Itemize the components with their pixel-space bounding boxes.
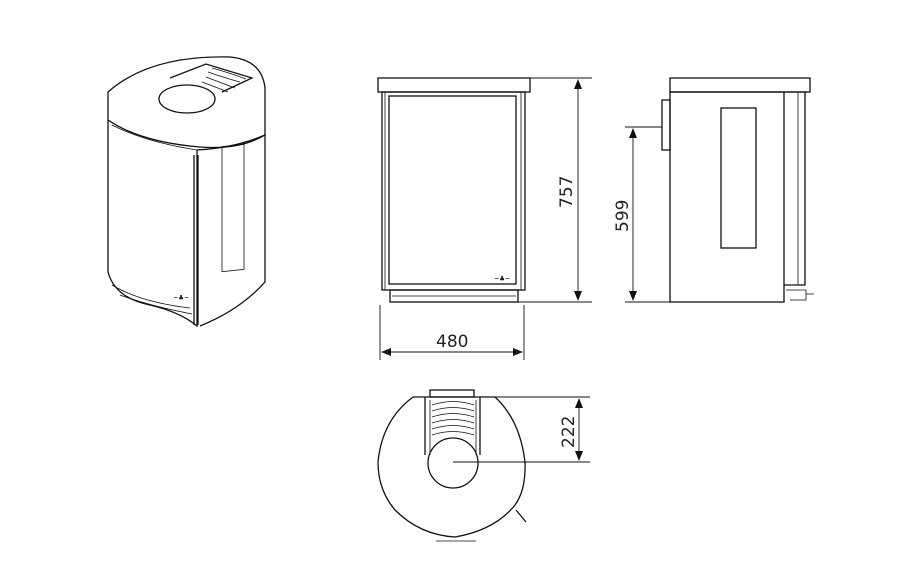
dimension-label-599: 599 — [613, 200, 633, 232]
top-view: 222 — [377, 389, 590, 542]
dimension-label-480: 480 — [436, 332, 468, 352]
dimension-label-757: 757 — [557, 176, 577, 208]
side-view: 599 — [613, 77, 814, 303]
front-view: ~♣~ 757 480 — [377, 77, 592, 360]
logo-mark: ~♣~ — [494, 275, 510, 283]
dimension-label-222: 222 — [559, 416, 579, 448]
logo-mark: ~♣~ — [173, 294, 189, 302]
isometric-view: ~♣~ — [107, 56, 266, 328]
